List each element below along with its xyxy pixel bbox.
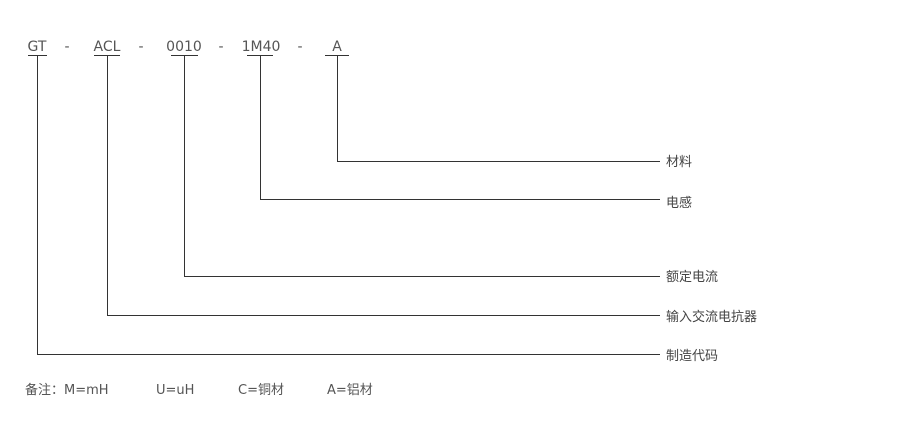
note-prefix: 备注：M=mH [25,382,109,398]
code-segment-gt: GT [28,39,47,55]
leader-lines [37,55,660,355]
leader-line-material [337,55,660,162]
leader-line-rated-current [184,55,660,277]
code-segment-1m40: 1M40 [242,39,281,55]
label-inductance: 电感 [666,195,692,211]
code-separator: - [218,39,223,55]
code-segment-acl: ACL [94,39,121,55]
leader-line-input-ac-reactor [107,55,660,316]
leader-line-manufacturer-code [37,55,660,355]
label-input-ac-reactor: 输入交流电抗器 [666,309,757,325]
label-rated-current: 额定电流 [666,270,718,285]
code-separator: - [297,39,302,55]
note-copper: C=铜材 [238,383,284,398]
label-material: 材料 [666,155,692,170]
notes-row: 备注：M=mH U=uH C=铜材 A=铝材 [25,382,373,398]
code-separator: - [64,39,69,55]
note-aluminum: A=铝材 [327,383,373,398]
code-segment-a: A [332,39,342,55]
note-uh: U=uH [156,383,194,398]
segment-labels: 材料 电感 额定电流 输入交流电抗器 制造代码 [666,155,757,364]
code-segment-0010: 0010 [166,39,202,55]
code-row: GT - ACL - 0010 - 1M40 - A [28,39,343,55]
leader-line-inductance [260,55,660,200]
code-separator: - [138,39,143,55]
label-manufacturer-code: 制造代码 [666,349,718,364]
